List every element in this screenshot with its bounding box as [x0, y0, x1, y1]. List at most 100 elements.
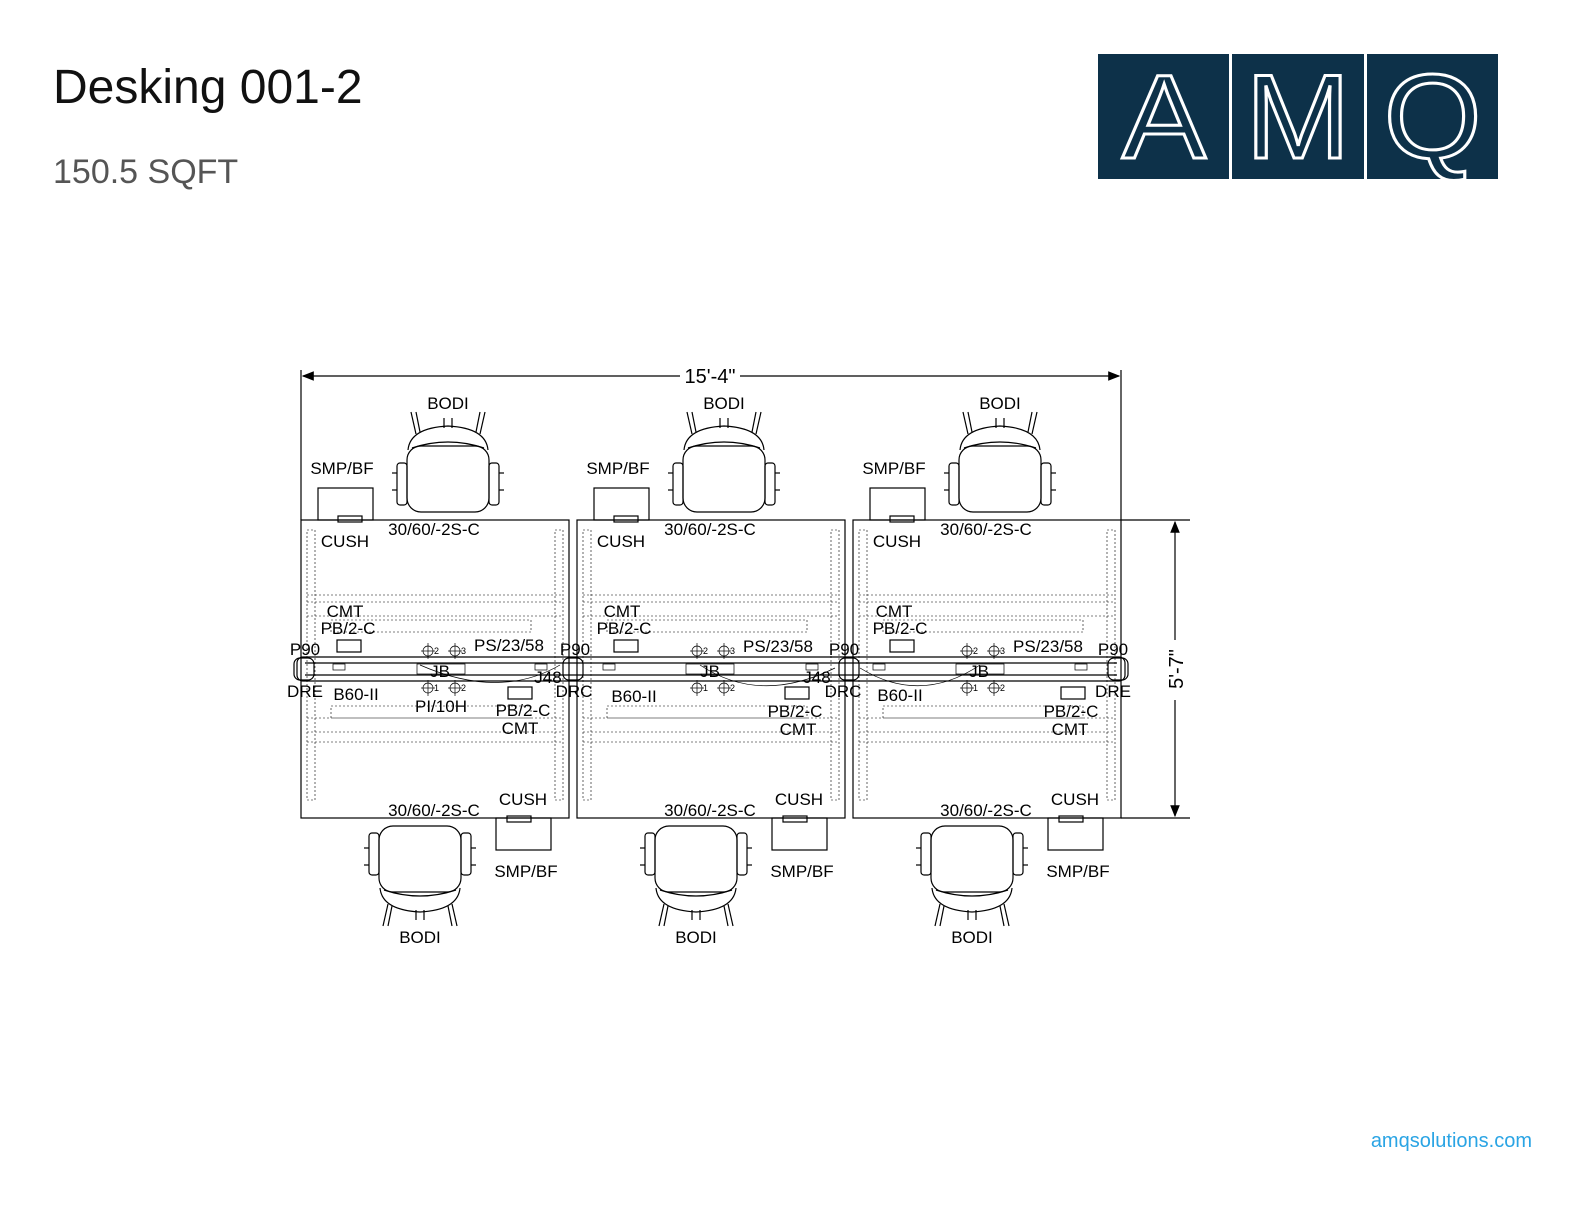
- power-block: [507, 686, 533, 700]
- depth-dimension: 5'-7": [1166, 649, 1188, 689]
- svg-text:PB/2-C: PB/2-C: [1044, 702, 1099, 721]
- power-block: [336, 639, 362, 653]
- svg-text:P90: P90: [1098, 640, 1128, 659]
- svg-text:3: 3: [1000, 646, 1005, 656]
- svg-text:30/60/-2S-C: 30/60/-2S-C: [664, 520, 756, 539]
- desk-module-2: [576, 519, 846, 819]
- pedestal-top-2: [593, 487, 650, 523]
- svg-text:BODI: BODI: [703, 394, 745, 413]
- svg-text:CUSH: CUSH: [597, 532, 645, 551]
- svg-text:SMP/BF: SMP/BF: [494, 862, 557, 881]
- chair-top-1: [391, 411, 505, 513]
- svg-text:2: 2: [973, 646, 978, 656]
- svg-text:PB/2-C: PB/2-C: [768, 702, 823, 721]
- chair-bottom-2: [639, 825, 753, 927]
- svg-text:30/60/-2S-C: 30/60/-2S-C: [388, 801, 480, 820]
- svg-text:BODI: BODI: [979, 394, 1021, 413]
- power-block: [784, 686, 810, 700]
- svg-text:DRE: DRE: [287, 682, 323, 701]
- chair-top-3: [943, 411, 1057, 513]
- outlets: 2 3 1 2 2 3 1 2 2 3 1 2: [420, 642, 1005, 697]
- svg-text:CMT: CMT: [780, 720, 817, 739]
- amq-logo: A M Q: [1098, 54, 1498, 179]
- svg-text:DRC: DRC: [556, 682, 593, 701]
- svg-text:BODI: BODI: [951, 928, 993, 947]
- svg-text:B60-II: B60-II: [333, 685, 378, 704]
- svg-text:PI/10H: PI/10H: [415, 697, 467, 716]
- chair-top-2: [667, 411, 781, 513]
- svg-text:J48: J48: [803, 668, 830, 687]
- svg-text:PS/23/58: PS/23/58: [743, 637, 813, 656]
- svg-text:JB: JB: [700, 662, 720, 681]
- logo-letter-m: M: [1232, 54, 1364, 179]
- svg-text:PS/23/58: PS/23/58: [474, 636, 544, 655]
- chair-bottom-3: [915, 825, 1029, 927]
- station-1-labels: BODI SMP/BF 30/60/-2S-C CUSH CMT PB/2-C …: [287, 394, 562, 947]
- svg-text:JB: JB: [969, 662, 989, 681]
- svg-text:2: 2: [434, 646, 439, 656]
- power-block: [889, 639, 915, 653]
- svg-text:CMT: CMT: [876, 602, 913, 621]
- pedestal-top-1: [317, 487, 374, 523]
- svg-text:2: 2: [730, 683, 735, 693]
- svg-text:B60-II: B60-II: [877, 686, 922, 705]
- svg-text:2: 2: [1000, 683, 1005, 693]
- svg-text:B60-II: B60-II: [611, 687, 656, 706]
- svg-text:PS/23/58: PS/23/58: [1013, 637, 1083, 656]
- svg-text:BODI: BODI: [399, 928, 441, 947]
- station-3-labels: BODI SMP/BF 30/60/-2S-C CUSH CMT PB/2-C …: [825, 394, 1131, 947]
- footer-link[interactable]: amqsolutions.com: [1370, 1130, 1532, 1152]
- svg-text:PB/2-C: PB/2-C: [873, 619, 928, 638]
- svg-text:PB/2-C: PB/2-C: [496, 701, 551, 720]
- svg-text:J48: J48: [534, 668, 561, 687]
- svg-text:P90: P90: [290, 640, 320, 659]
- svg-text:SMP/BF: SMP/BF: [310, 459, 373, 478]
- pedestal-top-3: [869, 487, 926, 523]
- area-subtitle: 150.5 SQFT: [53, 153, 239, 191]
- svg-text:CUSH: CUSH: [1051, 790, 1099, 809]
- svg-text:SMP/BF: SMP/BF: [1046, 862, 1109, 881]
- svg-text:CMT: CMT: [1052, 720, 1089, 739]
- center-spine-beam: [293, 656, 1129, 687]
- svg-text:3: 3: [730, 646, 735, 656]
- svg-text:30/60/-2S-C: 30/60/-2S-C: [940, 801, 1032, 820]
- svg-text:CUSH: CUSH: [499, 790, 547, 809]
- svg-text:DRC: DRC: [825, 682, 862, 701]
- power-block: [1060, 686, 1086, 700]
- svg-text:BODI: BODI: [675, 928, 717, 947]
- svg-text:PB/2-C: PB/2-C: [321, 619, 376, 638]
- svg-text:SMP/BF: SMP/BF: [586, 459, 649, 478]
- station-2-labels: BODI SMP/BF 30/60/-2S-C CUSH CMT PB/2-C …: [556, 394, 834, 947]
- chair-bottom-1: [363, 825, 477, 927]
- svg-text:2: 2: [703, 646, 708, 656]
- logo-letter-q: Q: [1366, 54, 1498, 179]
- svg-text:CMT: CMT: [327, 602, 364, 621]
- svg-text:CUSH: CUSH: [321, 532, 369, 551]
- svg-text:SMP/BF: SMP/BF: [770, 862, 833, 881]
- logo-letter-a: A: [1098, 54, 1230, 179]
- svg-text:3: 3: [461, 646, 466, 656]
- svg-text:1: 1: [434, 683, 439, 693]
- width-dimension: 15'-4": [685, 366, 736, 388]
- svg-text:P90: P90: [560, 640, 590, 659]
- desk-module-3: [852, 519, 1122, 819]
- svg-text:30/60/-2S-C: 30/60/-2S-C: [664, 801, 756, 820]
- svg-text:JB: JB: [430, 662, 450, 681]
- svg-text:30/60/-2S-C: 30/60/-2S-C: [388, 520, 480, 539]
- desk-module-1: [300, 519, 570, 819]
- svg-text:CUSH: CUSH: [873, 532, 921, 551]
- svg-text:CMT: CMT: [502, 719, 539, 738]
- svg-text:CUSH: CUSH: [775, 790, 823, 809]
- svg-text:PB/2-C: PB/2-C: [597, 619, 652, 638]
- page-title: Desking 001-2: [53, 61, 363, 114]
- power-block: [613, 639, 639, 653]
- pedestal-bottom-2: [771, 815, 828, 851]
- svg-text:1: 1: [703, 683, 708, 693]
- svg-text:2: 2: [461, 683, 466, 693]
- svg-text:SMP/BF: SMP/BF: [862, 459, 925, 478]
- svg-text:BODI: BODI: [427, 394, 469, 413]
- svg-text:P90: P90: [829, 640, 859, 659]
- svg-text:30/60/-2S-C: 30/60/-2S-C: [940, 520, 1032, 539]
- svg-text:DRE: DRE: [1095, 682, 1131, 701]
